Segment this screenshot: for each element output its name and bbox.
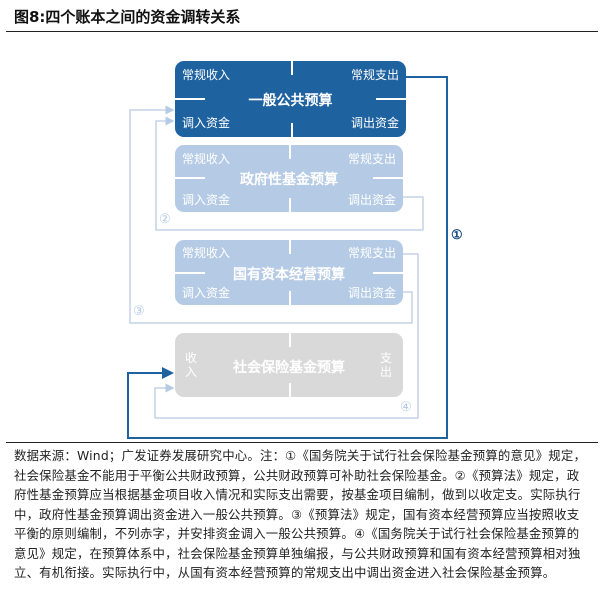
box-title: 社会保险基金预算 bbox=[233, 360, 345, 376]
regular-income-label: 常规收入 bbox=[182, 246, 231, 260]
figure-title: 图8:四个账本之间的资金调转关系 bbox=[14, 8, 241, 26]
funds-in-label: 调入资金 bbox=[182, 116, 231, 130]
regular-expenditure-label: 常规支出 bbox=[347, 246, 396, 260]
state-capital-budget-box: 常规收入 常规支出 国有资本经营预算 调入资金 调出资金 bbox=[175, 240, 403, 305]
expenditure-label: 支出 bbox=[380, 351, 393, 379]
flow-line-1 bbox=[127, 76, 448, 439]
box-title: 一般公共预算 bbox=[248, 93, 333, 109]
title-divider bbox=[6, 31, 598, 32]
funds-in-label: 调入资金 bbox=[182, 286, 231, 300]
flow-line-2 bbox=[155, 116, 424, 231]
box-title: 政府性基金预算 bbox=[240, 172, 338, 188]
flow-line-4 bbox=[154, 253, 419, 419]
funds-in-label: 调入资金 bbox=[182, 193, 231, 207]
regular-income-label: 常规收入 bbox=[182, 68, 231, 82]
source-note: 数据来源：Wind；广发证券发展研究中心。注：①《国务院关于试行社会保险基金预算… bbox=[14, 448, 587, 580]
social-insurance-budget-box: 收入 支出 社会保险基金预算 bbox=[175, 333, 403, 397]
note-divider bbox=[6, 442, 598, 443]
box-title: 国有资本经营预算 bbox=[233, 267, 345, 283]
marker-2: ② bbox=[159, 212, 171, 227]
general-public-budget-box: 常规收入 常规支出 一般公共预算 调入资金 调出资金 bbox=[175, 61, 406, 137]
regular-income-label: 常规收入 bbox=[182, 152, 231, 166]
regular-expenditure-label: 常规支出 bbox=[350, 68, 399, 82]
regular-expenditure-label: 常规支出 bbox=[347, 152, 396, 166]
marker-4: ④ bbox=[400, 400, 412, 415]
income-label: 收入 bbox=[185, 351, 198, 379]
funds-out-label: 调出资金 bbox=[347, 193, 396, 207]
funds-out-label: 调出资金 bbox=[350, 116, 399, 130]
marker-3: ③ bbox=[133, 304, 145, 319]
funds-out-label: 调出资金 bbox=[347, 286, 396, 300]
marker-1: ① bbox=[451, 228, 463, 243]
government-fund-budget-box: 常规收入 常规支出 政府性基金预算 调入资金 调出资金 bbox=[175, 145, 403, 212]
flow-line-3 bbox=[129, 105, 413, 324]
